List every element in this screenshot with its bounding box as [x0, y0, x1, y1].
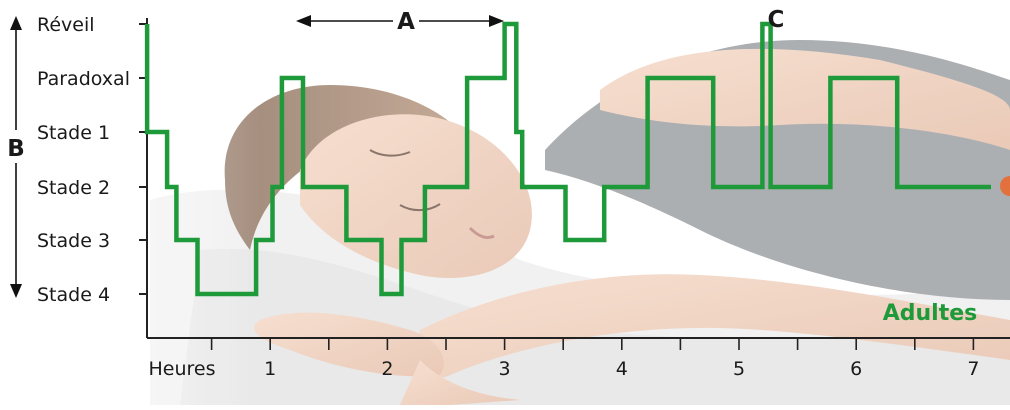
- annotation-b-label: B: [7, 136, 25, 162]
- y-tick-label: Stade 3: [37, 230, 110, 252]
- y-tick-labels: Stade 4 Stade 3 Stade 2 Stade 1 Paradoxal Rév…: [37, 14, 130, 306]
- annotation-b-arrowhead-bottom: [10, 284, 22, 298]
- x-tick-label: 1: [264, 358, 276, 380]
- x-tick-label: 6: [850, 358, 862, 380]
- annotation-a: A: [296, 9, 504, 35]
- y-tick-label: Paradoxal: [37, 68, 130, 90]
- annotation-a-arrowhead-left: [296, 15, 311, 27]
- x-axis-label: Heures: [148, 358, 215, 380]
- series-line-adultes: [144, 21, 991, 297]
- x-tick-labels: 1 2 3 4 5 6 7: [264, 358, 979, 380]
- y-tick-label: Stade 2: [37, 177, 110, 199]
- x-tick-label: 2: [381, 358, 393, 380]
- x-tick-label: 3: [499, 358, 511, 380]
- x-tick-label: 5: [733, 358, 745, 380]
- x-tick-label: 4: [616, 358, 628, 380]
- annotation-a-label: A: [397, 9, 415, 35]
- y-tick-label: Réveil: [37, 14, 95, 36]
- x-tick-marks: [210, 338, 975, 350]
- annotation-c-label: C: [768, 7, 785, 33]
- y-tick-label: Stade 1: [37, 122, 110, 144]
- annotation-b: B: [7, 16, 25, 298]
- annotation-b-arrowhead-top: [10, 16, 22, 30]
- series-label: Adultes: [883, 301, 978, 326]
- x-tick-label: 7: [967, 358, 979, 380]
- y-tick-label: Stade 4: [37, 284, 110, 306]
- annotation-a-arrowhead-right: [489, 15, 504, 27]
